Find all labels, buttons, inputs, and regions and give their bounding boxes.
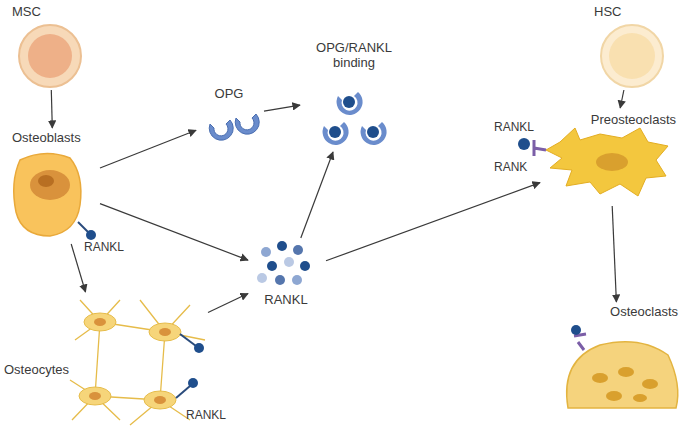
cell-label: HSC [594,4,654,19]
opg-rankl-complexes [323,92,387,145]
cell-label: Osteoclasts [570,304,678,319]
hsc-node: HSC [590,2,676,90]
osteoblast-node: Osteoblasts [8,128,100,244]
preosteoclast-cell [518,128,668,196]
soluble-rankl [257,241,310,285]
rankl-label: RANKL [84,240,124,254]
msc-cell [19,25,81,87]
cell-label: Preosteoclasts [570,112,676,127]
arrow-connector [71,244,85,292]
arrow-connector [264,105,300,111]
opg-molecules [209,114,259,140]
opg-node: OPG [196,84,264,150]
arrow-connector [51,90,52,128]
osteoblast-cell [14,153,96,240]
msc-node: MSC [8,2,92,90]
cell-label: OPG [196,86,262,101]
rank-label: RANK [494,160,527,174]
hsc-cell [601,25,663,87]
cell-label: OPG/RANKL binding [310,40,398,70]
binding-node: OPG/RANKL binding [300,40,408,152]
rankl-node: RANKL [248,238,326,312]
osteoclast-node: Osteoclasts [556,302,682,418]
cell-label: RANKL [248,292,324,307]
arrow-connector [620,90,624,108]
arrow-connector [326,183,540,261]
rankl-label: RANKL [494,120,534,134]
osteoclast-cell [567,325,678,408]
cell-label: MSC [12,4,72,19]
arrow-connector [612,206,616,302]
osteocyte-network [70,300,205,425]
arrow-connector [208,294,248,313]
preosteoclast-node: Preosteoclasts [540,108,680,206]
cell-label: Osteoblasts [12,130,98,145]
arrow-connector [100,130,196,168]
cell-label: Osteocytes [4,362,74,377]
osteocyte-node: Osteocytes [4,292,208,430]
rankl-label: RANKL [186,408,226,422]
osteocyte-cells [79,313,204,409]
arrow-connector [301,152,333,238]
